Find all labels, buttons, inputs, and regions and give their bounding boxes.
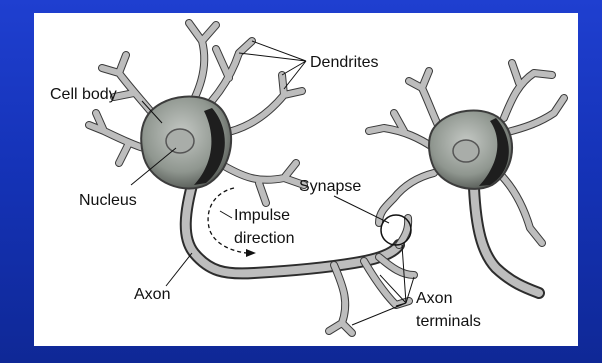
label-axon: Axon	[134, 286, 170, 303]
label-impulse: Impulse	[234, 207, 290, 224]
right-nucleus	[453, 140, 479, 162]
diagram-panel: Dendrites Cell body Nucleus Synapse Impu…	[34, 13, 578, 346]
label-dendrites: Dendrites	[310, 54, 378, 71]
left-nucleus	[166, 129, 194, 153]
label-synapse: Synapse	[299, 178, 361, 195]
neuron-diagram: Dendrites Cell body Nucleus Synapse Impu…	[34, 13, 578, 346]
axon-terminal-branches	[329, 218, 414, 333]
right-neuron	[369, 63, 564, 293]
label-nucleus: Nucleus	[79, 192, 137, 209]
label-direction: direction	[234, 230, 294, 247]
impulse-arrowhead	[246, 249, 256, 257]
label-axon-terminals-2: terminals	[416, 313, 481, 330]
right-axon	[474, 188, 539, 293]
label-axon-terminals-1: Axon	[416, 290, 452, 307]
label-cell-body: Cell body	[50, 86, 117, 103]
